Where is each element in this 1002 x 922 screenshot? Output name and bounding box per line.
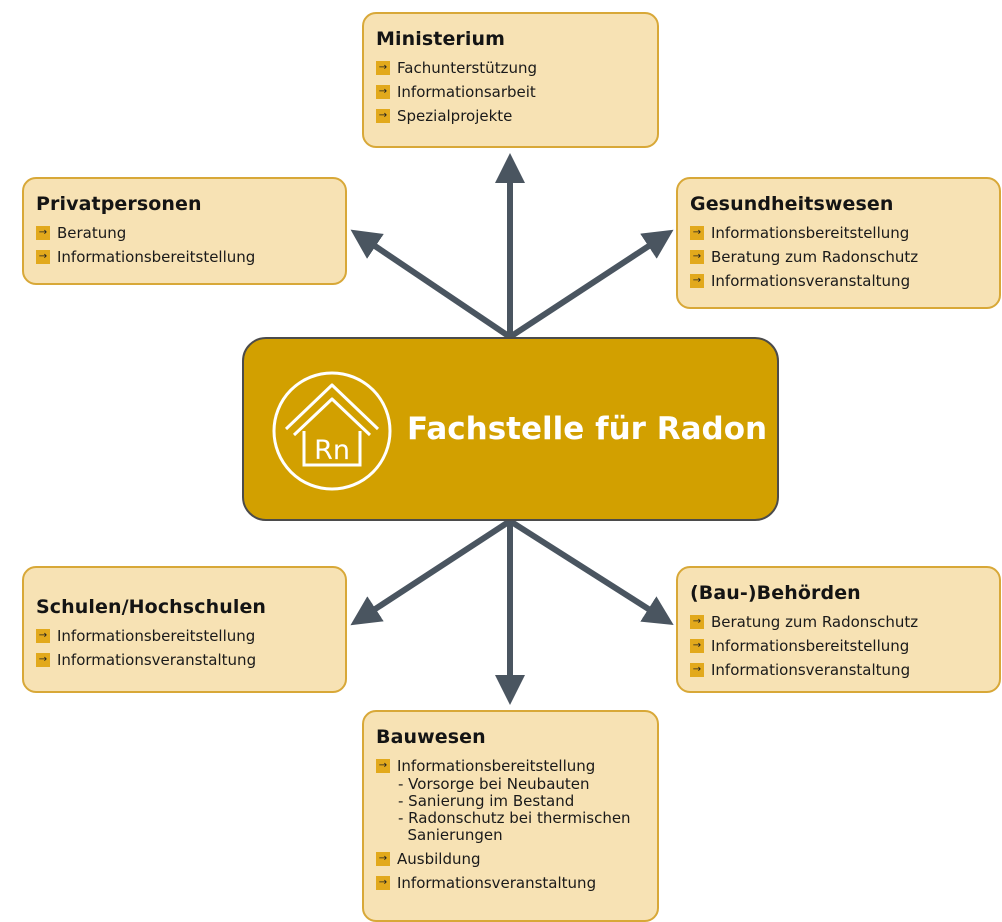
arrow-right-icon: →: [36, 629, 50, 643]
arrow-right-icon: →: [36, 653, 50, 667]
box-title: (Bau-)Behörden: [690, 582, 861, 604]
arrow-right-icon: →: [690, 226, 704, 240]
list-item: →Informationsveranstaltung: [36, 648, 335, 672]
arrow-right-icon: →: [690, 663, 704, 677]
arrow-right-icon: →: [376, 85, 390, 99]
arrow-to-gesundheit: [508, 229, 674, 340]
arrow-right-icon: →: [36, 226, 50, 240]
arrow-right-icon: →: [36, 250, 50, 264]
list-item: →Informationsbereitstellung: [690, 221, 989, 245]
box-title: Privatpersonen: [36, 193, 202, 215]
arrow-right-icon: →: [690, 250, 704, 264]
box-schulen-hochschulen: Schulen/Hochschulen →Informationsbereits…: [22, 566, 347, 693]
sub-item: Sanierungen: [398, 826, 503, 844]
sub-item: - Radonschutz bei thermischen: [398, 809, 631, 827]
arrow-right-icon: →: [690, 615, 704, 629]
sub-item: - Sanierung im Bestand: [398, 792, 575, 810]
list-item: →Informationsveranstaltung: [690, 658, 989, 682]
list-item: →Informationsbereitstellung: [36, 245, 335, 269]
list-item: →Informationsbereitstellung: [690, 634, 989, 658]
box-bau-behoerden: (Bau-)Behörden →Beratung zum Radonschutz…: [676, 566, 1001, 693]
sub-list: - Vorsorge bei Neubauten - Sanierung im …: [376, 776, 647, 844]
arrow-right-icon: →: [376, 759, 390, 773]
box-gesundheitswesen: Gesundheitswesen →Informationsbereitstel…: [676, 177, 1001, 309]
box-title: Bauwesen: [376, 726, 486, 748]
arrow-right-icon: →: [376, 109, 390, 123]
box-bauwesen: Bauwesen →Informationsbereitstellung - V…: [362, 710, 659, 922]
box-privatpersonen: Privatpersonen →Beratung →Informationsbe…: [22, 177, 347, 285]
center-node: Rn Fachstelle für Radon: [242, 337, 779, 521]
logo-text: Rn: [314, 435, 350, 466]
arrow-to-behoerden: [508, 518, 674, 626]
list-item: →Beratung: [36, 221, 335, 245]
list-item: →Fachunterstützung: [376, 56, 647, 80]
center-title: Fachstelle für Radon: [407, 411, 768, 447]
box-title: Schulen/Hochschulen: [36, 596, 267, 618]
list-item: →Informationsarbeit: [376, 80, 647, 104]
list-item: →Beratung zum Radonschutz: [690, 610, 989, 634]
arrow-right-icon: →: [690, 274, 704, 288]
sub-item: - Vorsorge bei Neubauten: [398, 775, 590, 793]
arrow-to-schulen: [350, 518, 512, 626]
list-item: →Spezialprojekte: [376, 104, 647, 128]
list-item: →Informationsbereitstellung: [376, 754, 647, 778]
box-ministerium: Ministerium →Fachunterstützung →Informat…: [362, 12, 659, 148]
list-item: →Informationsbereitstellung: [36, 624, 335, 648]
arrow-right-icon: →: [376, 61, 390, 75]
list-item: →Informationsveranstaltung: [690, 269, 989, 293]
box-title: Gesundheitswesen: [690, 193, 894, 215]
arrow-right-icon: →: [690, 639, 704, 653]
box-title: Ministerium: [376, 28, 506, 50]
arrow-to-privat: [350, 229, 512, 340]
arrow-right-icon: →: [376, 876, 390, 890]
list-item: →Ausbildung: [376, 847, 647, 871]
arrow-right-icon: →: [376, 852, 390, 866]
list-item: →Informationsveranstaltung: [376, 871, 647, 895]
list-item: →Beratung zum Radonschutz: [690, 245, 989, 269]
house-radon-icon: Rn: [272, 371, 392, 491]
